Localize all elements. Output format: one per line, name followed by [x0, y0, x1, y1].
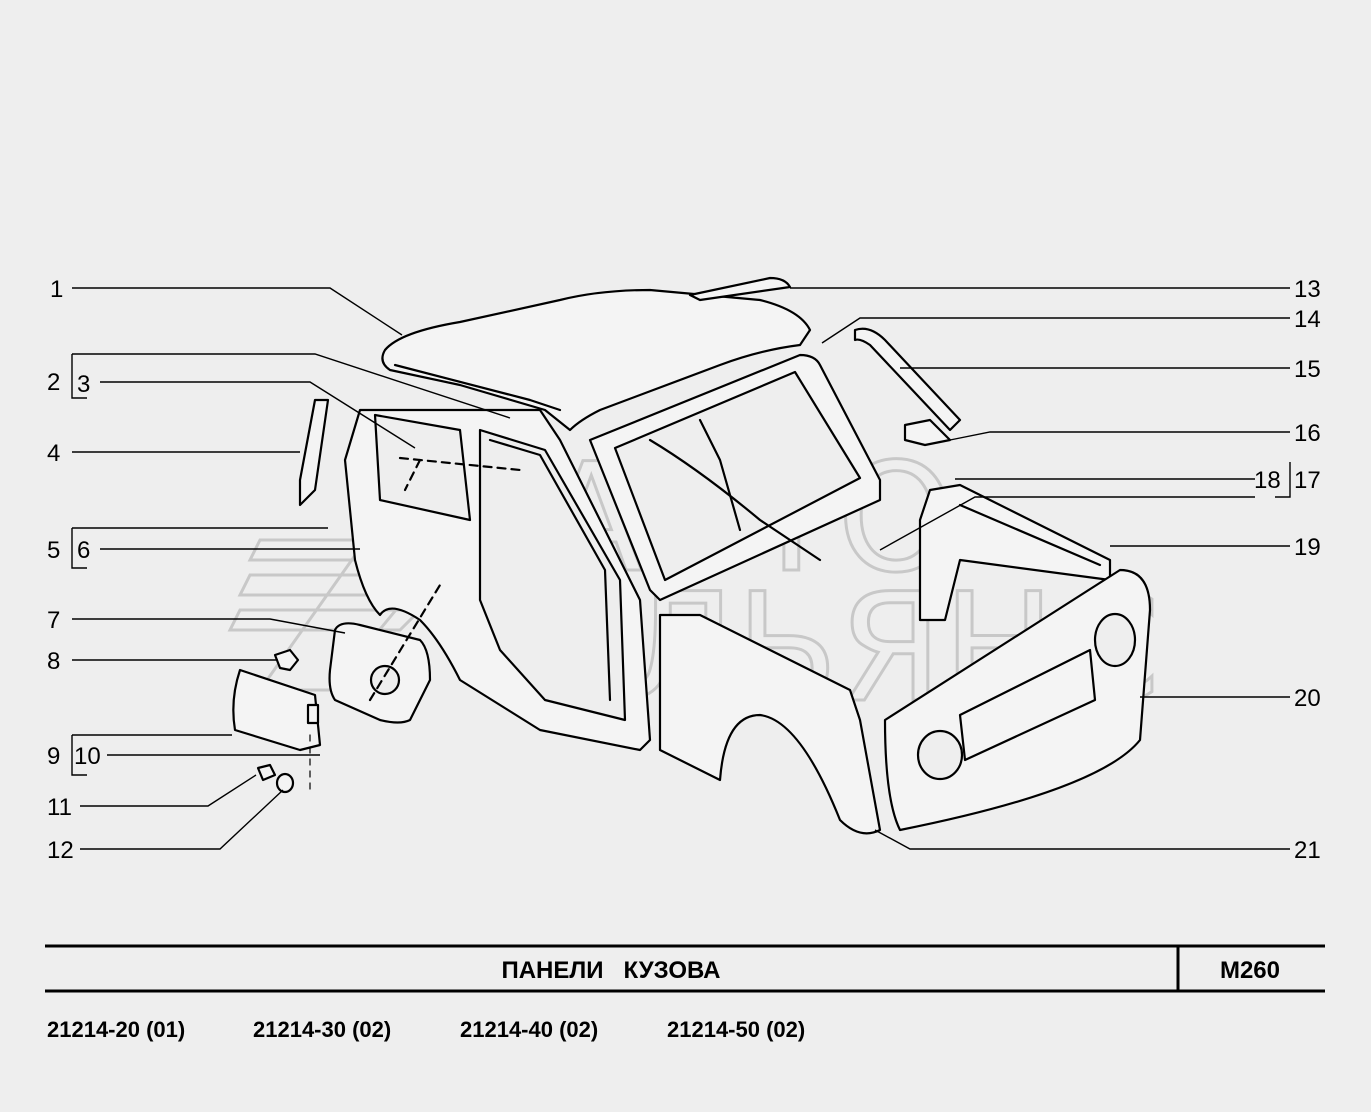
callout-10: 10 — [74, 743, 101, 770]
model-item: 21214-20 (01) — [47, 1017, 185, 1042]
model-item: 21214-30 (02) — [253, 1017, 391, 1042]
front-cowl-panel — [918, 483, 1112, 622]
rubber-bumper — [273, 648, 300, 672]
washer — [275, 772, 295, 794]
callout-11: 11 — [47, 794, 72, 821]
callout-20: 20 — [1294, 685, 1321, 712]
model-list: 21214-20 (01) 21214-30 (02) 21214-40 (02… — [47, 1017, 805, 1042]
callout-5: 5 — [47, 537, 60, 564]
callout-6: 6 — [77, 537, 90, 564]
diagram-code: M260 — [1220, 957, 1280, 984]
callout-21: 21 — [1294, 837, 1321, 864]
fuel-filler-door — [232, 668, 322, 752]
callout-12: 12 — [47, 837, 74, 864]
callout-8: 8 — [47, 648, 60, 675]
callout-7: 7 — [47, 607, 60, 634]
model-item: 21214-50 (02) — [667, 1017, 805, 1042]
quarter-trim — [298, 398, 330, 507]
roof-rear-rail — [688, 276, 792, 302]
title-block: ПАНЕЛИ КУЗОВА M260 — [45, 944, 1325, 993]
callout-2: 2 — [47, 369, 60, 396]
callout-1: 1 — [50, 276, 63, 303]
roof-panel — [381, 288, 812, 432]
callout-19: 19 — [1294, 534, 1321, 561]
callout-13: 13 — [1294, 276, 1321, 303]
front-rail — [853, 327, 962, 432]
callout-16: 16 — [1294, 420, 1321, 447]
leader-lines — [71, 287, 1291, 850]
front-fender — [658, 613, 882, 835]
screw — [256, 763, 277, 782]
callout-3: 3 — [77, 371, 90, 398]
model-item: 21214-40 (02) — [460, 1017, 598, 1042]
diagram-title: ПАНЕЛИ КУЗОВА — [501, 957, 720, 984]
callout-15: 15 — [1294, 356, 1321, 383]
callout-9: 9 — [47, 743, 60, 770]
callout-17: 17 — [1294, 467, 1321, 494]
body-shell-drawing — [232, 276, 1152, 835]
bracket — [903, 418, 952, 447]
callouts: 1 2 3 4 5 6 7 8 9 10 11 12 13 14 15 16 1… — [47, 276, 1321, 864]
callout-18: 18 — [1254, 467, 1281, 494]
callout-4: 4 — [47, 440, 60, 467]
callout-14: 14 — [1294, 306, 1321, 333]
